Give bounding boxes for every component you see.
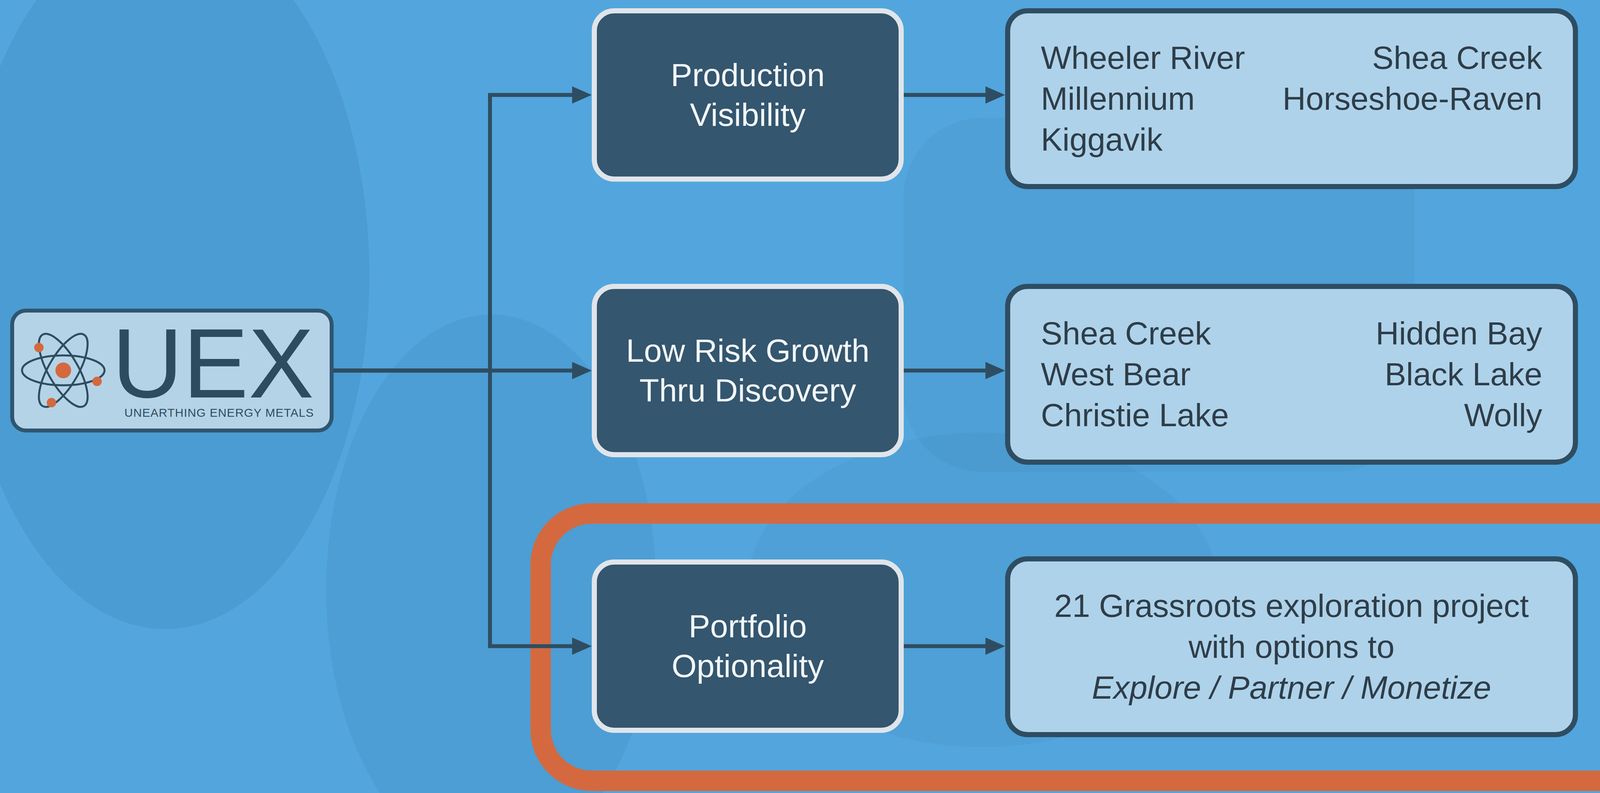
electron (46, 397, 57, 408)
text-column: Portfolio Optionality (610, 606, 886, 686)
category-box: Production Visibility (591, 8, 904, 182)
orbit (29, 326, 98, 414)
project-name: Shea Creek (1040, 312, 1230, 354)
project-name: Wheeler River (1040, 37, 1245, 79)
text-wrapper: Wheeler RiverMillenniumKiggavik Shea Cree… (1040, 37, 1543, 160)
atom-symbol (22, 326, 105, 414)
electron (92, 376, 102, 386)
connector-arrow (903, 368, 986, 373)
text-column: 21 Grassroots exploration project with o… (1025, 585, 1558, 708)
text-column: UEXUNEARTHING ENERGY METALS (111, 321, 314, 420)
highlight-frame (540, 513, 1600, 781)
text-column: Production Visibility (610, 55, 886, 135)
project-name: West Bear (1040, 353, 1230, 395)
project-name: Hidden Bay (1375, 312, 1543, 354)
project-list-box: Shea CreekWest BearChristie Lake Hidden B… (1005, 283, 1578, 465)
project-name: Christie Lake (1040, 394, 1230, 436)
connector-arrow (903, 644, 986, 648)
text-wrapper: 21 Grassroots exploration project with o… (1025, 585, 1558, 708)
category-label: Portfolio Optionality (610, 606, 886, 686)
text-wrapper: Portfolio Optionality (610, 606, 886, 686)
text-column: Low Risk Growth Thru Discovery (610, 330, 886, 411)
logo-text: UNEARTHING ENERGY METALS (111, 405, 314, 420)
logo-box: UEXUNEARTHING ENERGY METALS (10, 308, 334, 433)
category-box: Low Risk Growth Thru Discovery (591, 283, 904, 457)
description-text: Explore / Partner / Monetize (1025, 666, 1558, 708)
connector-arrow (333, 95, 573, 371)
project-list-box: Wheeler RiverMillenniumKiggavik Shea Cree… (1005, 8, 1578, 189)
category-label: Low Risk Growth Thru Discovery (610, 330, 886, 411)
nucleus (55, 362, 72, 378)
text-wrapper: Low Risk Growth Thru Discovery (610, 330, 886, 411)
text-wrapper: Production Visibility (610, 55, 886, 135)
connector-arrow (333, 370, 573, 646)
project-name: Kiggavik (1040, 119, 1245, 160)
logo-text: UEX (111, 321, 314, 406)
text-column: Wheeler RiverMillenniumKiggavik (1040, 37, 1245, 160)
category-box: Portfolio Optionality (591, 559, 904, 733)
project-name: Millennium (1040, 78, 1245, 120)
text-column: Shea CreekHorseshoe-Raven (1282, 37, 1543, 160)
text-column: Shea CreekWest BearChristie Lake (1040, 312, 1230, 436)
project-name: Horseshoe-Raven (1282, 78, 1543, 120)
connector-arrow (903, 93, 986, 98)
text-column: Hidden BayBlack LakeWolly (1375, 312, 1543, 436)
orbit (22, 355, 105, 386)
description-box: 21 Grassroots exploration project with o… (1005, 555, 1578, 737)
orbit (29, 326, 98, 414)
project-name: Shea Creek (1282, 37, 1543, 79)
project-name: Wolly (1375, 394, 1543, 436)
category-label: Production Visibility (610, 55, 886, 135)
description-text: 21 Grassroots exploration project with o… (1025, 585, 1558, 667)
photo-shade (0, 0, 370, 629)
text-wrapper: Shea CreekWest BearChristie Lake Hidden B… (1040, 312, 1543, 436)
project-name: Black Lake (1375, 353, 1543, 395)
electron (34, 342, 44, 353)
text-wrapper: UEXUNEARTHING ENERGY METALS (111, 321, 314, 420)
